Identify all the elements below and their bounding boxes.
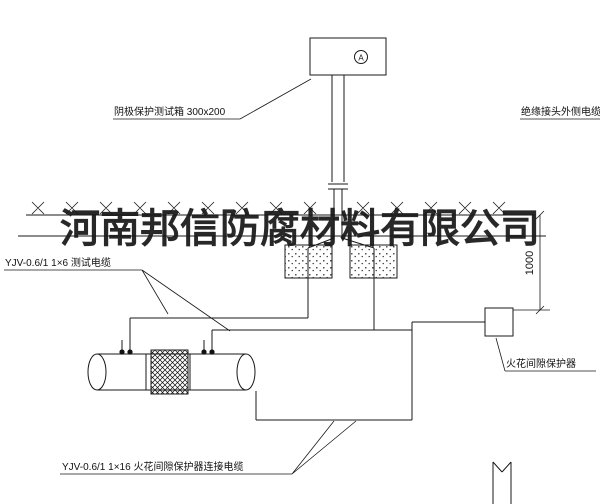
dimension-1000: 1000 [513, 210, 550, 315]
test-cable-lines [121, 278, 412, 350]
cathodic-test-box: A [309, 37, 387, 76]
cable-connection-dots [119, 349, 215, 355]
test-box-meter-circle [354, 50, 368, 64]
protector-cable-label-leader [60, 420, 357, 475]
test-box-outline [309, 37, 387, 76]
test-cable-label: YJV-0.6/1 1×6 测试电缆 [5, 256, 111, 269]
cable-dot [209, 349, 215, 355]
protector-cable-label: YJV-0.6/1 1×16 火花间隙保护器连接电缆 [62, 460, 243, 473]
insulating-joint [150, 349, 189, 395]
concrete-block-left [284, 244, 333, 279]
protector-circuit-lines [255, 321, 485, 421]
spark-gap-protector-box [484, 307, 514, 337]
pipe-left-cap [87, 353, 107, 391]
insulated-joint-cable-label: 绝缘接头外侧电缆 [521, 105, 600, 118]
test-cable-label-leader [4, 269, 231, 332]
pipeline [87, 349, 256, 395]
dimension-value: 1000 [524, 251, 536, 275]
cable-dot [119, 349, 125, 355]
test-box-meter-letter: A [358, 54, 364, 63]
cable-dot [127, 349, 133, 355]
cable-dot [201, 349, 207, 355]
pipe-section-symbol [492, 461, 512, 504]
spark-protector-label: 火花间隙保护器 [506, 357, 576, 370]
test-box-label-leader [113, 78, 312, 120]
spark-protector-label-leader [495, 337, 596, 372]
ground-hatch-marks [31, 201, 506, 215]
test-box-label: 阴极保护测试箱 300x200 [114, 105, 226, 118]
watermark: 河南邦信防腐材料有限公司 [60, 206, 540, 251]
concrete-block-right [349, 244, 398, 279]
spark-gap-protector [484, 307, 514, 337]
dimension-lines [513, 210, 550, 315]
pipe-right-cap [236, 353, 256, 391]
